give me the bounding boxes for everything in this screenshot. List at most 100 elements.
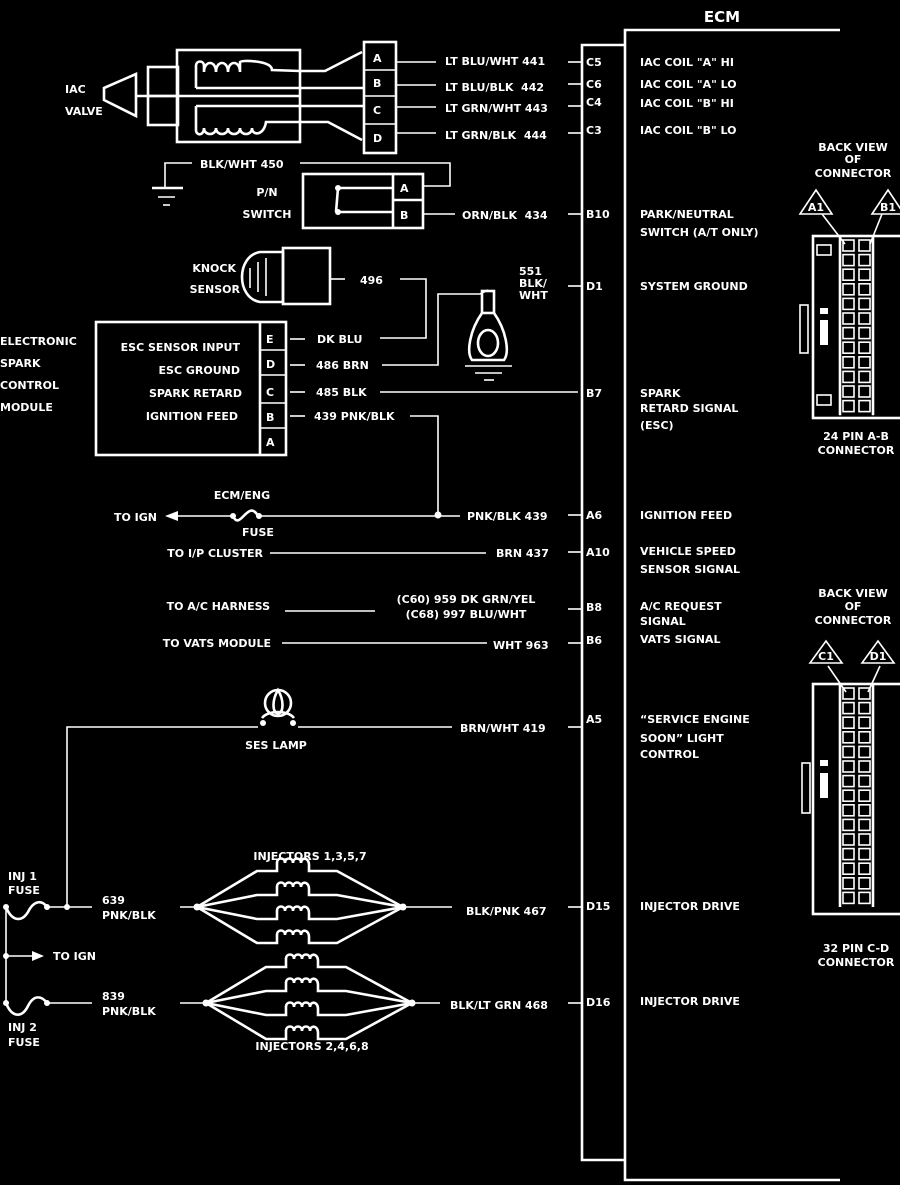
pin-cavity: [858, 862, 871, 876]
injector-coil-icon: [196, 857, 404, 909]
label: WHT: [519, 289, 548, 302]
label: INJECTORS 2,4,6,8: [255, 1040, 368, 1053]
electronic-spark-control-module[interactable]: ELECTRONIC SPARK CONTROL MODULE E D C B …: [0, 289, 578, 515]
label: IAC COIL "B" HI: [640, 97, 734, 110]
label: B: [266, 411, 274, 424]
ip-cluster-circuit[interactable]: TO I/P CLUSTER BRN 437: [167, 547, 549, 560]
label: TO VATS MODULE: [163, 637, 271, 650]
label: IAC COIL "A" HI: [640, 56, 734, 69]
label: FUSE: [8, 1036, 40, 1049]
label: B6: [586, 634, 602, 647]
ecm-pin-c3[interactable]: C3 IAC COIL "B" LO: [568, 124, 737, 137]
injector-coil-icon: [196, 905, 404, 921]
label: BACK VIEW: [818, 141, 888, 154]
label: B: [400, 209, 408, 222]
knock-sensor[interactable]: KNOCK SENSOR 496: [190, 246, 427, 339]
pin-cavity: [858, 312, 871, 325]
wire-467: BLK/PNK 467: [466, 905, 547, 918]
vats-circuit[interactable]: TO VATS MODULE WHT 963: [163, 637, 549, 652]
injector-coil-icon: [205, 977, 413, 1005]
system-ground-eyelet[interactable]: 551 BLK/ WHT: [465, 265, 548, 381]
label: SPARK RETARD: [149, 387, 242, 400]
pin-cavity: [858, 789, 871, 803]
label: CONNECTOR: [818, 444, 895, 457]
label: INJECTORS 1,3,5,7: [253, 850, 366, 863]
injector-bank-2[interactable]: INJ 2 FUSE 839 PNK/BLK INJECTORS 2,4,6,8…: [3, 953, 548, 1054]
pin-cavity: [842, 745, 855, 759]
wire-444: LT GRN/BLK 444: [445, 129, 547, 142]
injector-coil-icon: [205, 1001, 413, 1041]
to-ign-label: TO IGN: [114, 511, 157, 524]
pin-cavity: [858, 833, 871, 846]
pin-cavity: [858, 341, 871, 355]
inj2-fuse-icon: [4, 996, 49, 1016]
label: SOON” LIGHT: [640, 732, 724, 745]
ses-lamp-circuit[interactable]: SES LAMP BRN/WHT 419: [66, 687, 546, 907]
injector-bank-1[interactable]: INJ 1 FUSE 639 PNK/BLK INJECTORS 1,3,5,7…: [3, 850, 547, 945]
label: C6: [586, 78, 602, 91]
label: 24 PIN A-B: [823, 430, 889, 443]
pin-cavity: [858, 268, 871, 282]
label: OF: [845, 600, 862, 613]
label: B8: [586, 601, 602, 614]
iac-label: IAC: [65, 83, 86, 96]
pin-cavity: [858, 774, 871, 788]
park-neutral-switch[interactable]: BLK/WHT 450 P/N SWITCH A B ORN/BLK 434: [152, 158, 548, 230]
arrow-left-icon: [165, 511, 178, 521]
label: CONNECTOR: [815, 167, 892, 180]
label: FUSE: [242, 526, 274, 539]
ignition-feed-circuit[interactable]: TO IGN ECM/ENG FUSE PNK/BLK 439: [114, 489, 548, 539]
pin-a1-marker-icon: [798, 188, 834, 215]
ecm-title: ECM: [704, 8, 740, 26]
pin-d1-marker-icon: [860, 639, 896, 664]
label: ECM/ENG: [214, 489, 270, 502]
pin-cavity: [858, 297, 871, 311]
pin-cavity: [858, 745, 871, 759]
label: TO IGN: [53, 950, 96, 963]
pin-cavity: [858, 239, 871, 252]
injector-to-ign[interactable]: TO IGN: [3, 907, 96, 1003]
label: FUSE: [8, 884, 40, 897]
pin-cavity: [842, 730, 855, 744]
ac-harness-circuit[interactable]: TO A/C HARNESS (C60) 959 DK GRN/YEL (C68…: [167, 593, 536, 621]
injector-coil-icon: [205, 953, 413, 1005]
label: 839: [102, 990, 125, 1003]
label: TO I/P CLUSTER: [167, 547, 263, 560]
label: PNK/BLK: [102, 1005, 156, 1018]
ground-wire: [164, 162, 192, 187]
pin-cavity: [858, 385, 871, 398]
pin-cavity: [858, 803, 871, 817]
pin-cavity: [858, 847, 871, 861]
label: SYSTEM GROUND: [640, 280, 748, 293]
pin-cavity: [842, 701, 855, 715]
wire-dk-blu: DK BLU: [317, 333, 362, 346]
injector-coils-2468: [202, 953, 416, 1041]
label: C3: [586, 124, 602, 137]
label: IAC COIL "B" LO: [640, 124, 737, 137]
wire-419: BRN/WHT 419: [460, 722, 546, 735]
label: VEHICLE SPEED: [640, 545, 736, 558]
label: OF: [845, 153, 862, 166]
label: D1: [870, 650, 887, 663]
pin-cavity: [858, 370, 871, 384]
pin-cavity: [858, 891, 871, 905]
iac-valve[interactable]: IAC VALVE A B C D LT BLU/WHT 441 LT BLU/…: [65, 40, 548, 155]
label: KNOCK: [192, 262, 236, 275]
ecm-block: ECM: [580, 8, 840, 1182]
wire-997: (C68) 997 BLU/WHT: [406, 608, 527, 621]
label: C1: [818, 650, 834, 663]
